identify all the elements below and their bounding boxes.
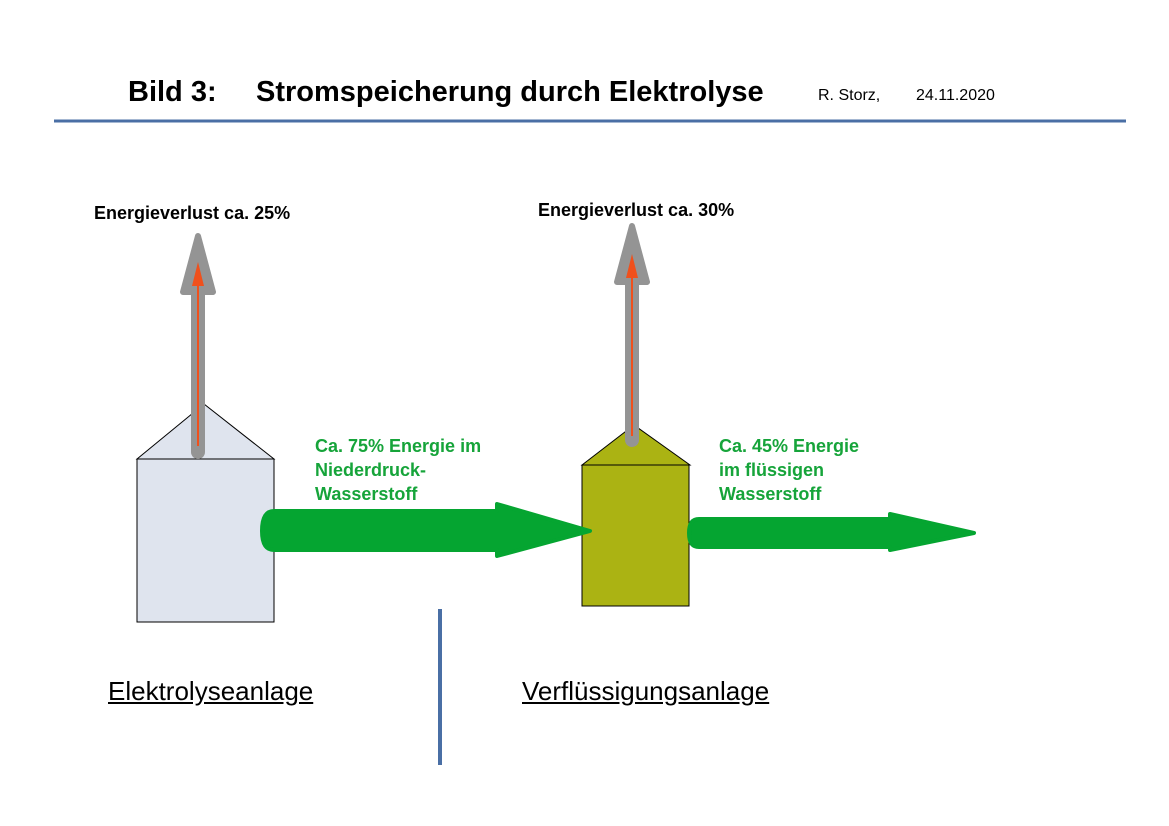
flow-label-line: Ca. 75% Energie im <box>315 436 482 456</box>
energy-loss-label-1: Energieverlust ca. 25% <box>94 203 291 223</box>
liquefaction-plant-box <box>581 464 690 607</box>
date: 24.11.2020 <box>916 87 995 104</box>
energy-loss-arrow-2 <box>614 223 650 447</box>
page-title: Bild 3: Stromspeicherung durch Elektrolys… <box>128 76 764 109</box>
electrolysis-roof <box>135 403 276 460</box>
flow-label-line: Niederdruck- <box>315 460 427 480</box>
electrolysis-plant-label: Elektrolyseanlage <box>108 676 314 706</box>
hydrogen-flow-label-1: Ca. 75% Energie im Niederdruck- Wasserst… <box>315 434 545 506</box>
electrolysis-plant-box <box>136 458 275 623</box>
figure-number: Bild 3: <box>128 76 217 108</box>
hydrogen-flow-arrow-2 <box>687 512 976 552</box>
flow-label-line: Wasserstoff <box>315 484 418 504</box>
energy-loss-label-2: Energieverlust ca. 30% <box>538 200 735 220</box>
energy-loss-arrow-1 <box>180 233 216 459</box>
flow-label-line: Wasserstoff <box>719 484 822 504</box>
liquefaction-plant-label: Verflüssigungsanlage <box>522 676 770 706</box>
flow-label-line: Ca. 45% Energie <box>719 436 860 456</box>
hydrogen-flow-label-2: Ca. 45% Energie im flüssigen Wasserstoff <box>719 434 919 506</box>
flow-label-line: im flüssigen <box>719 460 825 480</box>
hydrogen-flow-arrow-1 <box>260 502 592 558</box>
author: R. Storz, <box>818 87 881 104</box>
figure-title: Stromspeicherung durch Elektrolyse <box>256 76 764 108</box>
